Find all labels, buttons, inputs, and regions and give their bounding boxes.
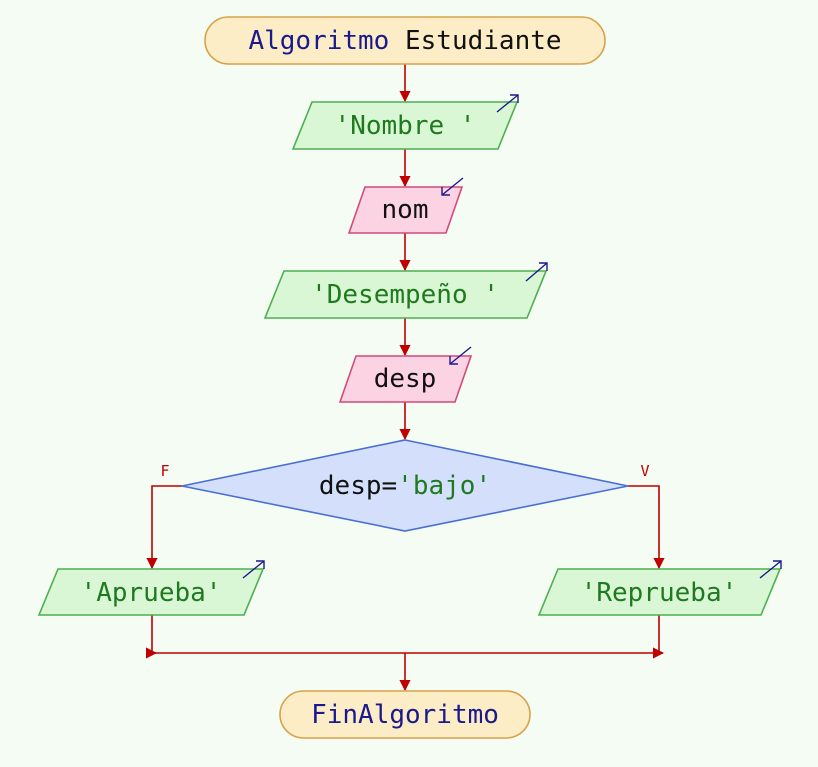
output-aprueba: 'Aprueba' xyxy=(37,560,265,616)
output-nombre-text: 'Nombre ' xyxy=(335,111,476,141)
svg-text:desp='bajo': desp='bajo' xyxy=(319,471,491,501)
decision-desp-bajo: desp='bajo' xyxy=(181,439,629,532)
input-arrow-icon xyxy=(449,346,472,365)
connector-decision-true xyxy=(628,485,665,570)
input-desp: desp xyxy=(338,346,473,403)
input-nom: nom xyxy=(347,177,464,234)
branch-true-label: V xyxy=(640,462,649,480)
svg-text:Algoritmo Estudiante: Algoritmo Estudiante xyxy=(248,26,561,56)
branch-false-label: F xyxy=(160,462,169,480)
start-algorithm-name: Estudiante xyxy=(405,26,562,56)
output-aprueba-text: 'Aprueba' xyxy=(81,578,222,608)
output-nombre: 'Nombre ' xyxy=(291,94,519,150)
output-arrow-icon xyxy=(759,560,782,579)
start-terminal: Algoritmo Estudiante xyxy=(204,16,606,65)
output-arrow-icon xyxy=(242,560,265,579)
connector-aprueba-merge xyxy=(151,615,405,654)
input-nom-text: nom xyxy=(382,195,429,225)
connector-reprueba-merge xyxy=(405,615,660,654)
end-terminal: FinAlgoritmo xyxy=(279,690,531,739)
output-reprueba-text: 'Reprueba' xyxy=(581,578,738,608)
connectors xyxy=(145,64,665,692)
output-arrow-icon xyxy=(525,262,548,282)
output-desempeno-text: 'Desempeño ' xyxy=(311,280,499,310)
decision-var: desp xyxy=(319,471,382,501)
input-desp-text: desp xyxy=(374,364,437,394)
input-arrow-icon xyxy=(441,177,464,196)
decision-value: 'bajo' xyxy=(397,471,491,501)
end-keyword: FinAlgoritmo xyxy=(311,700,499,730)
start-keyword: Algoritmo xyxy=(248,26,389,56)
connector-decision-false xyxy=(146,485,182,570)
output-reprueba: 'Reprueba' xyxy=(537,560,782,616)
output-desempeno: 'Desempeño ' xyxy=(263,262,548,319)
decision-op: = xyxy=(382,471,398,501)
output-arrow-icon xyxy=(496,94,519,113)
